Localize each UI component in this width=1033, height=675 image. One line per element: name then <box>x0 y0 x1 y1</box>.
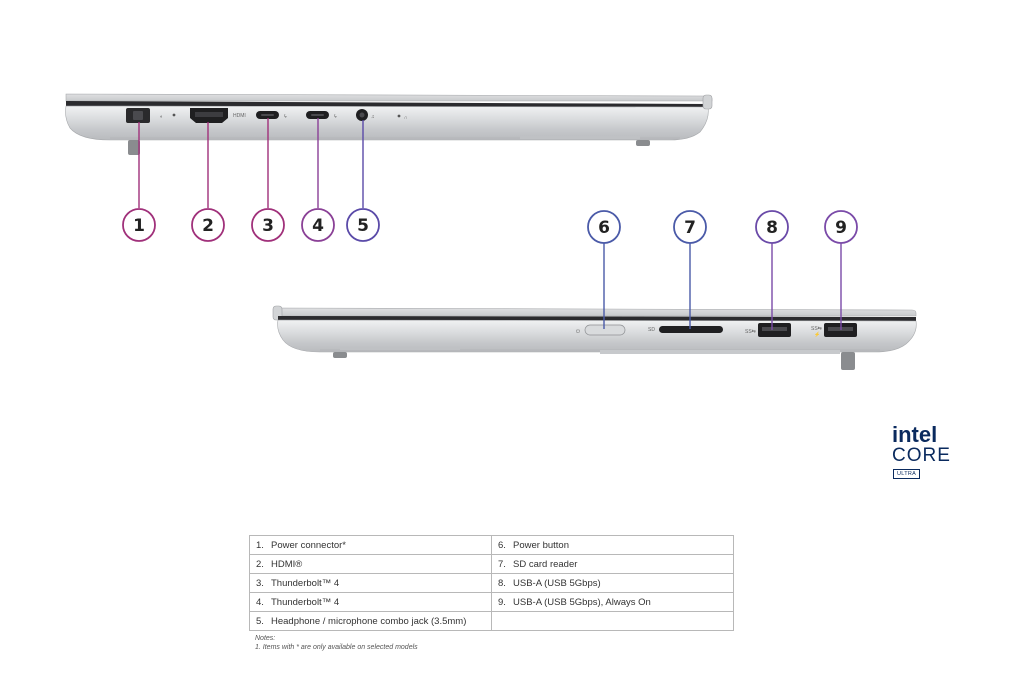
rubber-foot <box>333 352 347 358</box>
item-label: HDMI® <box>271 558 303 570</box>
item-label: USB-A (USB 5Gbps), Always On <box>513 596 651 608</box>
callout-4: 4 <box>301 208 335 242</box>
svg-text:♫: ♫ <box>371 114 375 120</box>
svg-text:HDMI: HDMI <box>233 113 246 119</box>
item-number: 5. <box>256 615 264 627</box>
callout-6: 6 <box>587 210 621 244</box>
table-cell: 4. Thunderbolt™ 4 <box>249 592 492 612</box>
table-row: 2. HDMI® 7. SD card reader <box>249 554 734 574</box>
item-label: Headphone / microphone combo jack (3.5mm… <box>271 615 467 627</box>
svg-text:SD: SD <box>648 327 655 333</box>
item-number: 4. <box>256 596 264 608</box>
item-label: Power button <box>513 539 569 551</box>
item-label: Power connector* <box>271 539 346 551</box>
power-button: ⏻ <box>576 324 626 336</box>
intel-core-ultra-logo: intel CORE ULTRA <box>890 424 954 480</box>
callout-2: 2 <box>191 208 225 242</box>
item-number: 1. <box>256 539 264 551</box>
svg-text:ϟ: ϟ <box>334 114 337 120</box>
callout-8: 8 <box>755 210 789 244</box>
svg-text:⏻: ⏻ <box>576 329 580 335</box>
item-number: 2. <box>256 558 264 570</box>
table-cell: 3. Thunderbolt™ 4 <box>249 573 492 593</box>
table-row: 1. Power connector* 6. Power button <box>249 535 734 555</box>
item-label: SD card reader <box>513 558 578 570</box>
port-legend-table: 1. Power connector* 6. Power button 2. HDMI… <box>249 535 734 631</box>
laptop-left-side: ◐ HDMI ϟ ϟ ♫ ∩ <box>65 93 713 155</box>
sd-card-reader: SD <box>648 326 723 333</box>
item-number: 3. <box>256 577 264 589</box>
callout-3: 3 <box>251 208 285 242</box>
rubber-foot <box>636 140 650 146</box>
notes-heading: Notes: <box>255 635 276 642</box>
callout-1: 1 <box>122 208 156 242</box>
thunderbolt-port-2: ϟ <box>306 111 337 120</box>
logo-badge: ULTRA <box>893 469 921 479</box>
thunderbolt-port-1: ϟ <box>256 111 287 120</box>
callout-9: 9 <box>824 210 858 244</box>
table-row: 4. Thunderbolt™ 4 9. USB-A (USB 5Gbps), Al… <box>249 592 734 612</box>
item-label: Thunderbolt™ 4 <box>271 577 340 589</box>
rubber-foot <box>128 140 140 155</box>
svg-text:3: 3 <box>262 216 274 236</box>
power-connector-port: ◐ <box>126 108 176 123</box>
svg-text:ϟ: ϟ <box>284 114 287 120</box>
table-row: 3. Thunderbolt™ 4 8. USB-A (USB 5Gbps) <box>249 573 734 593</box>
laptop-right-side: ⏻ SD SS⇆ SS⇆ ⚡ <box>272 305 917 370</box>
callout-7: 7 <box>673 210 707 244</box>
hdmi-port: HDMI <box>190 108 246 123</box>
svg-text:6: 6 <box>598 218 610 238</box>
logo-line: CORE <box>892 445 951 466</box>
logo-brand: intel <box>892 422 938 447</box>
svg-text:⚡: ⚡ <box>814 331 820 338</box>
footnotes: Notes: 1. Items with * are only availabl… <box>255 635 418 652</box>
table-cell: 2. HDMI® <box>249 554 492 574</box>
callout-leaders <box>138 118 842 330</box>
audio-combo-jack: ♫ ∩ <box>356 109 408 121</box>
item-number: 9. <box>498 596 506 608</box>
callout-5: 5 <box>346 208 380 242</box>
rubber-foot <box>841 352 855 370</box>
table-cell <box>491 611 734 631</box>
item-number: 6. <box>498 539 506 551</box>
item-label: USB-A (USB 5Gbps) <box>513 577 601 589</box>
table-cell: 1. Power connector* <box>249 535 492 555</box>
svg-text:5: 5 <box>357 216 369 236</box>
svg-text:4: 4 <box>312 216 324 236</box>
svg-text:∩: ∩ <box>404 115 408 121</box>
item-label: Thunderbolt™ 4 <box>271 596 340 608</box>
table-cell: 5. Headphone / microphone combo jack (3.5… <box>249 611 492 631</box>
table-cell: 6. Power button <box>491 535 734 555</box>
svg-text:SS⇆: SS⇆ <box>745 329 756 335</box>
usb-a-port-1: SS⇆ <box>745 323 791 337</box>
svg-text:8: 8 <box>766 218 778 238</box>
table-cell: 9. USB-A (USB 5Gbps), Always On <box>491 592 734 612</box>
svg-text:7: 7 <box>684 218 696 238</box>
table-row: 5. Headphone / microphone combo jack (3.5… <box>249 611 734 631</box>
callout-markers: 1 2 3 4 5 6 7 8 <box>122 208 858 244</box>
svg-text:SS⇆: SS⇆ <box>811 326 822 332</box>
item-number: 8. <box>498 577 506 589</box>
svg-text:9: 9 <box>835 218 847 238</box>
svg-text:◐: ◐ <box>160 114 163 120</box>
item-number: 7. <box>498 558 506 570</box>
usb-a-port-2: SS⇆ ⚡ <box>811 323 857 338</box>
svg-text:2: 2 <box>202 216 214 236</box>
table-cell: 7. SD card reader <box>491 554 734 574</box>
notes-line: 1. Items with * are only available on se… <box>255 643 418 651</box>
svg-text:1: 1 <box>133 216 145 236</box>
table-cell: 8. USB-A (USB 5Gbps) <box>491 573 734 593</box>
